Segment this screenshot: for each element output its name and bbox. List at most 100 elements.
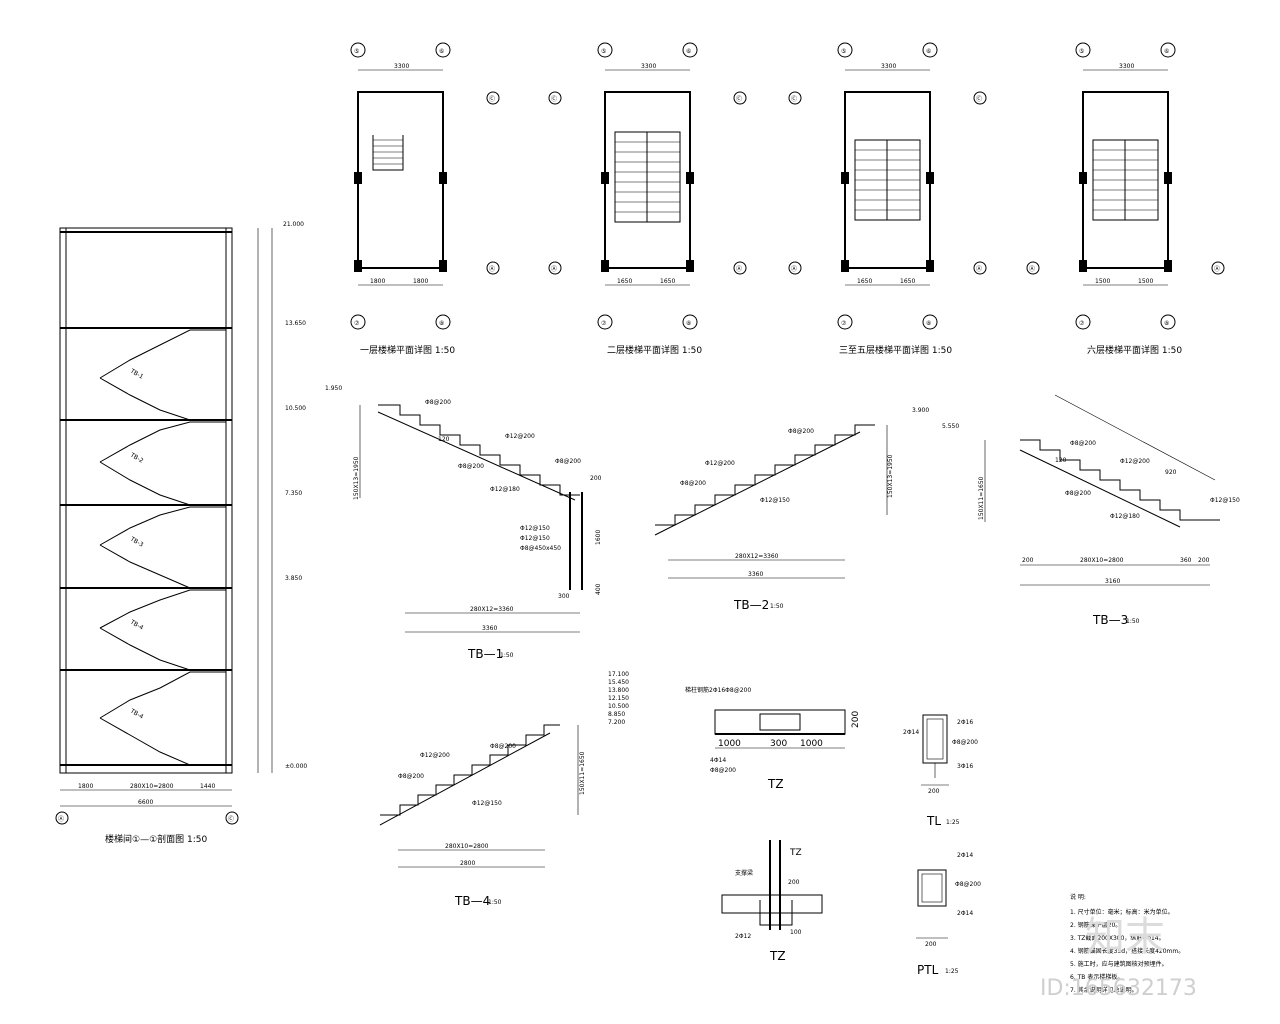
detail-title: TB—4 [454, 894, 490, 908]
rebar-label: Φ12@150 [760, 497, 790, 504]
rebar-label: Φ12@150 [520, 535, 550, 542]
section-title: 楼梯间①—①剖面图 1:50 [105, 833, 207, 845]
note-item: 1. 尺寸单位：毫米；标高：米为单位。 [1070, 908, 1174, 916]
dim-label: 1500 [1138, 278, 1153, 285]
plan-title: 三至五层楼梯平面详图 1:50 [839, 344, 952, 356]
tb2-detail: 3.900 280X12=3360 3360 150X13=1950 Φ8@20… [654, 407, 929, 612]
dim-label: 280X10=2800 [1080, 557, 1124, 564]
rebar-label: Φ12@150 [1210, 497, 1240, 504]
dim-label: 1650 [857, 278, 872, 285]
rebar-label: 2Φ12 [735, 933, 751, 940]
tl-detail: 2Φ16 2Φ14 Φ8@200 3Φ16 200 TL 1:25 [903, 714, 978, 828]
ptl-detail: 2Φ14 Φ8@200 2Φ14 200 PTL 1:25 [916, 852, 981, 977]
grid-bubble: ⑧ [1164, 320, 1169, 327]
dim-label: 200 [925, 941, 937, 948]
level-label: 10.500 [608, 703, 629, 710]
grid-bubble: ⑥ [1164, 48, 1169, 55]
rebar-label: Φ12@200 [420, 752, 450, 759]
level-label: 3.900 [912, 407, 929, 414]
dim-label: 280X12=3360 [735, 553, 779, 560]
rebar-label: 2Φ14 [957, 852, 973, 859]
dim-label: 3300 [1119, 63, 1134, 70]
base-label: TZ [789, 848, 802, 858]
dim-label: 200 [851, 711, 861, 728]
grid-bubble: Ⓒ [976, 95, 982, 103]
rebar-label: Φ8@200 [1065, 490, 1091, 497]
dim-label: 280X10=2800 [130, 783, 174, 790]
note-item: 5. 施工时，应与建筑图核对预埋件。 [1070, 960, 1168, 968]
level-label: 13.800 [608, 687, 629, 694]
detail-title: TZ [767, 777, 784, 791]
rebar-note: 梯柱钢筋2Φ16Φ8@200 [685, 686, 751, 694]
level-label: 17.100 [608, 671, 629, 678]
grid-bubble: ⑧ [926, 320, 931, 327]
detail-title: TZ [769, 949, 786, 963]
rebar-label: 2Φ16 [957, 719, 973, 726]
note-item: 6. TB 表示楼梯板。 [1070, 973, 1123, 981]
watermark-id: ID:165632173 [1040, 976, 1197, 1001]
plan-title: 二层楼梯平面详图 1:50 [607, 344, 702, 356]
vert-dim: 150X13=1950 [353, 456, 360, 500]
detail-title: PTL [917, 963, 939, 977]
rebar-label: Φ12@200 [1120, 458, 1150, 465]
level-label: 12.150 [608, 695, 629, 702]
rebar-label: 2Φ14 [903, 729, 919, 736]
dim-label: 120 [438, 436, 450, 443]
detail-scale: 1:50 [770, 603, 784, 610]
grid-bubble: ⑦ [1079, 320, 1085, 327]
notes-heading: 说 明: [1070, 893, 1086, 901]
grid-bubble: ⑤ [841, 48, 846, 55]
grid-bubble: ⑦ [354, 320, 360, 327]
grid-bubble: Ⓐ [736, 265, 742, 273]
grid-bubble: Ⓐ [58, 815, 64, 823]
base-label: 支撑梁 [735, 869, 753, 877]
grid-bubble: Ⓐ [551, 265, 557, 273]
level-label: 7.200 [608, 719, 625, 726]
note-item: 3. TZ截面200X300，纵筋4Φ14。 [1070, 934, 1165, 942]
dim-label: 3300 [641, 63, 656, 70]
dim-label: 120 [1055, 457, 1067, 464]
tb4-detail: 17.100 15.450 13.800 12.150 10.500 8.850… [379, 671, 629, 908]
watermark-brand: 知末 [1085, 914, 1165, 960]
grid-bubble: ⑥ [686, 48, 691, 55]
general-notes: 说 明: 1. 尺寸单位：毫米；标高：米为单位。 2. 钢筋保护层20。 3. … [1070, 893, 1184, 994]
rebar-label: 2Φ14 [957, 910, 973, 917]
plan-1: ⑤ ⑥ 3300 1800 1800 ⑦ ⑧ Ⓒ Ⓐ 一层楼梯平面详图 1:50 [350, 42, 500, 356]
plan-4: ⑤ ⑥ 3300 1500 1500 ⑦ ⑧ Ⓐ Ⓐ 六层楼梯平面详图 1:50 [1026, 42, 1225, 356]
vert-dim: 150X11=1650 [978, 476, 985, 520]
tz-base-detail: TZ 支撑梁 200 100 2Φ12 TZ [721, 840, 823, 963]
dim-total: 2800 [460, 860, 475, 867]
dim-label: 280X10=2800 [445, 843, 489, 850]
dim-total: 3360 [482, 625, 497, 632]
rebar-label: Φ12@180 [1110, 513, 1140, 520]
flight-label: TB-1 [128, 367, 144, 381]
detail-title: TB—1 [467, 647, 503, 661]
plan-title: 六层楼梯平面详图 1:50 [1087, 344, 1182, 356]
dim-total: 3360 [748, 571, 763, 578]
vert-dim: 150X11=1650 [579, 751, 586, 795]
grid-bubble: Ⓒ [489, 95, 495, 103]
rebar-label: Φ8@200 [458, 463, 484, 470]
dim-label: 100 [790, 929, 802, 936]
rebar-label: Φ12@150 [472, 800, 502, 807]
rebar-label: 3Φ16 [957, 763, 973, 770]
dim-label: 1800 [413, 278, 428, 285]
detail-scale: 1:25 [946, 819, 960, 826]
dim-label: 1000 [800, 739, 823, 749]
grid-bubble: Ⓒ [551, 95, 557, 103]
rebar-label: Φ8@200 [398, 773, 424, 780]
flight-label: TB-2 [128, 451, 144, 465]
dim-label: 1500 [1095, 278, 1110, 285]
note-item: 7. 其余说明详见总说明。 [1070, 986, 1138, 994]
grid-bubble: ⑤ [354, 48, 359, 55]
grid-bubble: ⑦ [601, 320, 607, 327]
grid-bubble: ⑤ [1079, 48, 1084, 55]
plan-2: ⑤ ⑥ 3300 1650 1650 ⑦ ⑧ Ⓒ Ⓒ Ⓐ Ⓐ 二层楼梯平面详图 … [548, 42, 747, 356]
dim-label: 200 [590, 475, 602, 482]
rebar-label: 4Φ14 [710, 757, 726, 764]
dim-label: 300 [770, 739, 787, 749]
dim-label: 1650 [900, 278, 915, 285]
detail-scale: 1:50 [500, 652, 514, 659]
grid-bubble: Ⓐ [791, 265, 797, 273]
